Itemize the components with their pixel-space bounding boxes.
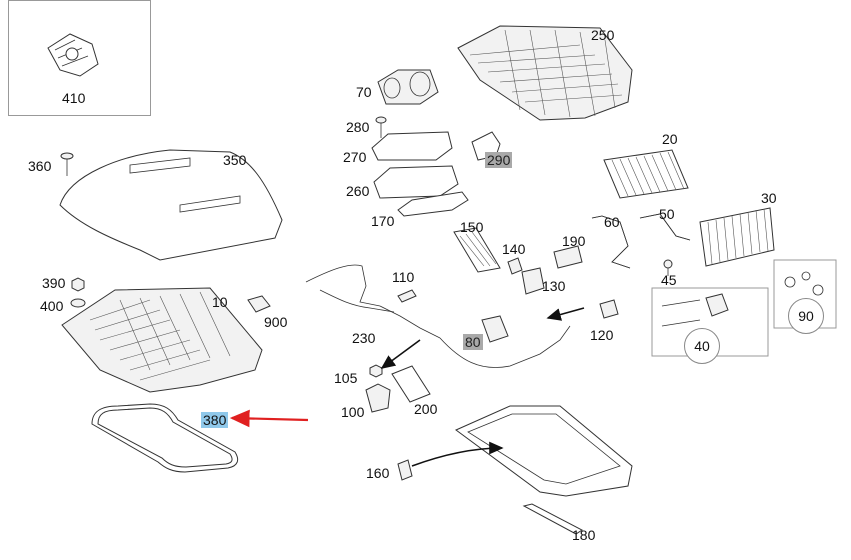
part-180-strip — [522, 503, 583, 535]
callout-70[interactable]: 70 — [356, 84, 372, 100]
callout-110[interactable]: 110 — [392, 269, 415, 285]
callout-260[interactable]: 260 — [346, 183, 370, 199]
callout-20[interactable]: 20 — [662, 131, 678, 147]
part-380-seal — [91, 403, 239, 473]
callout-105[interactable]: 105 — [334, 370, 358, 386]
callout-120[interactable]: 120 — [590, 327, 614, 343]
part-160-clip — [397, 459, 413, 481]
callout-410[interactable]: 410 — [62, 90, 86, 106]
part-200-bracket — [391, 365, 431, 403]
arrow-120 — [546, 307, 585, 321]
callout-90-circle[interactable]: 90 — [788, 298, 824, 334]
callout-270[interactable]: 270 — [343, 149, 367, 165]
part-130-actuator — [521, 267, 545, 295]
callout-250[interactable]: 250 — [591, 27, 615, 43]
callout-180[interactable]: 180 — [572, 527, 596, 543]
callout-900[interactable]: 900 — [264, 314, 288, 330]
callout-100[interactable]: 100 — [341, 404, 365, 420]
part-140-sensor — [507, 257, 523, 275]
callout-400[interactable]: 400 — [40, 298, 64, 314]
callout-130[interactable]: 130 — [542, 278, 566, 294]
callout-30[interactable]: 30 — [761, 190, 777, 206]
part-120-sensor — [599, 299, 619, 319]
part-bottom-tray — [455, 405, 633, 497]
callout-90: 90 — [798, 308, 814, 324]
part-350-cover — [59, 149, 283, 261]
part-360-screw — [60, 152, 74, 176]
part-270-upper-tray — [371, 131, 453, 161]
callout-140[interactable]: 140 — [502, 241, 526, 257]
part-20-filter — [603, 149, 689, 199]
callout-200[interactable]: 200 — [414, 401, 438, 417]
part-410-clip — [47, 33, 99, 77]
callout-160[interactable]: 160 — [366, 465, 390, 481]
callout-170[interactable]: 170 — [371, 213, 395, 229]
part-100-valve — [365, 383, 391, 413]
arrow-100 — [380, 339, 421, 369]
callout-60[interactable]: 60 — [604, 214, 620, 230]
part-80-module — [481, 315, 509, 343]
callout-380[interactable]: 380 — [201, 412, 229, 428]
part-105-nut — [369, 364, 383, 378]
part-150-frame — [453, 227, 501, 273]
callout-280[interactable]: 280 — [346, 119, 370, 135]
part-400-washer — [70, 298, 86, 308]
callout-230[interactable]: 230 — [352, 330, 376, 346]
callout-40-circle[interactable]: 40 — [684, 328, 720, 364]
callout-80[interactable]: 80 — [463, 334, 483, 350]
part-230-wiring-harness — [305, 264, 571, 368]
part-250-housing — [457, 25, 633, 121]
callout-50[interactable]: 50 — [659, 206, 675, 222]
part-170-gasket — [397, 191, 469, 217]
callout-40: 40 — [694, 338, 710, 354]
callout-390[interactable]: 390 — [42, 275, 66, 291]
part-190-connectors — [553, 245, 583, 269]
callout-360[interactable]: 360 — [28, 158, 52, 174]
part-60-pipe — [591, 215, 631, 269]
detail-box-410 — [8, 0, 151, 116]
callout-150[interactable]: 150 — [460, 219, 484, 235]
part-45-bolt — [663, 259, 673, 276]
part-280-screw — [375, 116, 387, 138]
callout-350[interactable]: 350 — [223, 152, 247, 168]
callout-290[interactable]: 290 — [485, 152, 513, 168]
callout-10[interactable]: 10 — [212, 294, 228, 310]
part-900-bracket — [247, 295, 271, 313]
part-110-pin — [397, 289, 417, 303]
part-10-battery-module — [61, 287, 263, 393]
arrow-160 — [411, 441, 504, 467]
callout-190[interactable]: 190 — [562, 233, 586, 249]
part-390-nut — [71, 277, 85, 292]
arrow-380 — [229, 409, 309, 428]
part-30-evaporator — [699, 207, 775, 267]
callout-45[interactable]: 45 — [661, 272, 677, 288]
part-50-pipe — [639, 213, 691, 241]
part-260-lower-tray — [373, 165, 459, 199]
part-70-blower — [377, 69, 439, 105]
